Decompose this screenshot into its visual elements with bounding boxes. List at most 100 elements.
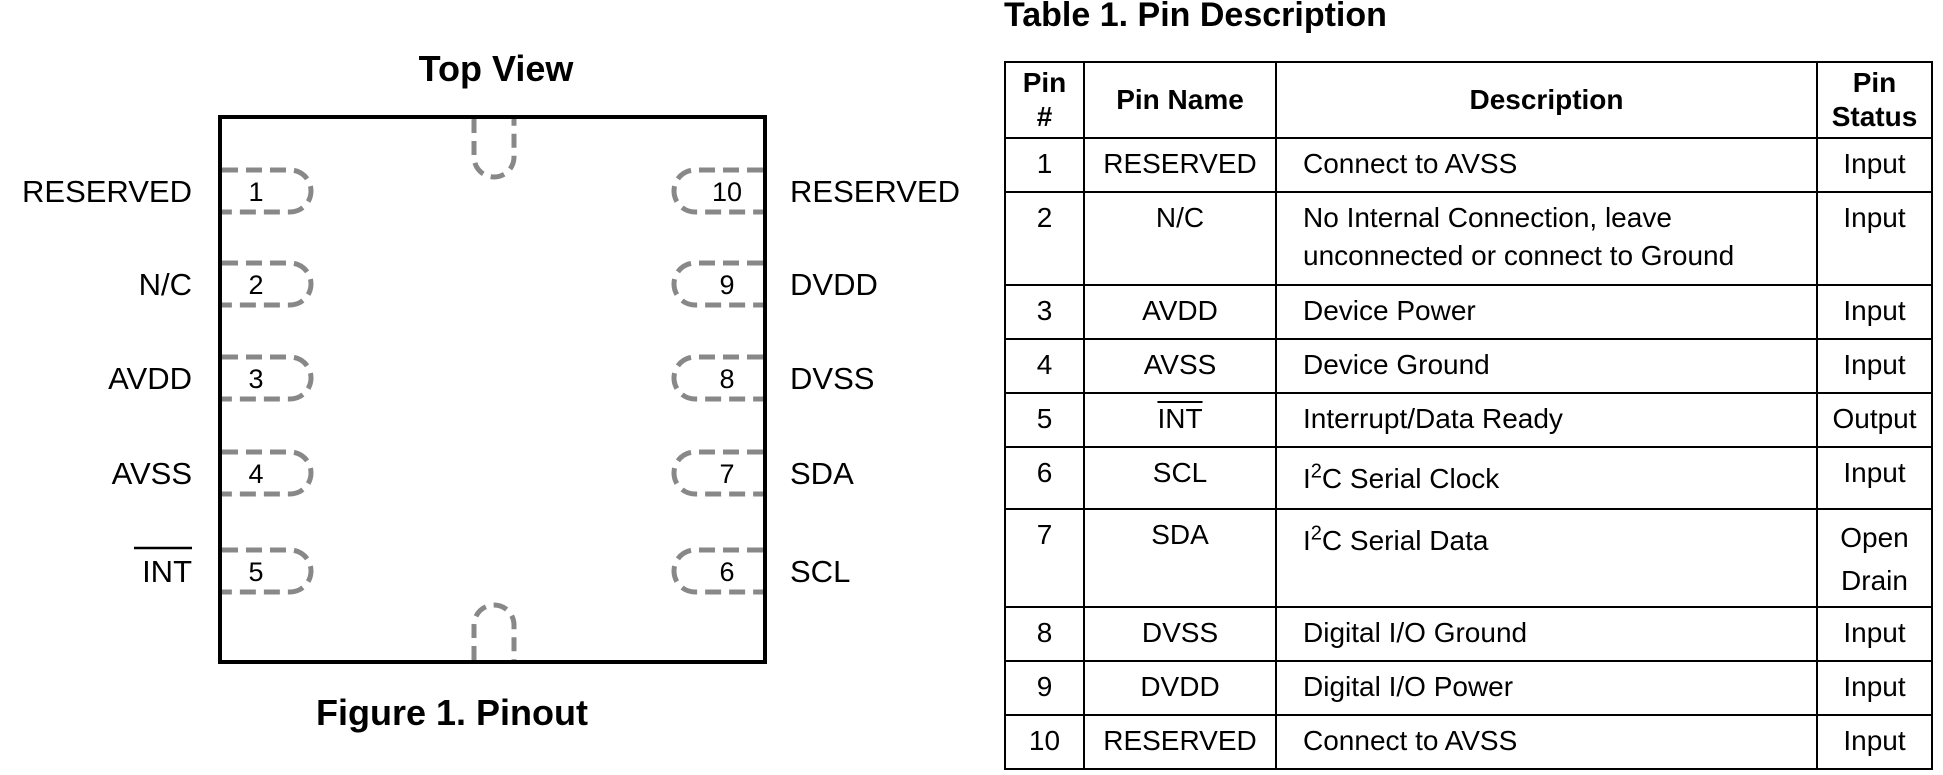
table-row: 7 SDA I2C Serial Data Open Drain xyxy=(1004,508,1933,608)
pin-6: 6 SCL xyxy=(671,547,850,595)
pin-label: DVDD xyxy=(790,267,878,302)
cell-pin-name-wrap: INT xyxy=(1083,392,1277,448)
pin-pad xyxy=(222,354,314,402)
pin-pad xyxy=(671,167,763,215)
cell-pin-status: Input xyxy=(1816,137,1933,193)
cell-pin-status-line2: Drain xyxy=(1841,565,1908,596)
cell-pin-name: DVSS xyxy=(1083,606,1277,662)
cell-pin-status: Input xyxy=(1816,660,1933,716)
cell-pin-name: AVDD xyxy=(1083,284,1277,340)
pin-label: N/C xyxy=(139,267,192,302)
table-row: 5 INT Interrupt/Data Ready Output xyxy=(1004,392,1933,448)
cell-pin-number: 1 xyxy=(1004,137,1085,193)
pin-label: SCL xyxy=(790,554,850,589)
cell-description-line2: unconnected or connect to Ground xyxy=(1303,240,1735,271)
table-row: 1 RESERVED Connect to AVSS Input xyxy=(1004,137,1933,193)
cell-description: Digital I/O Power xyxy=(1275,660,1818,716)
desc-prefix: I xyxy=(1303,463,1311,494)
top-center-tab xyxy=(471,119,517,180)
cell-pin-number: 6 xyxy=(1004,446,1085,510)
desc-superscript: 2 xyxy=(1310,460,1322,483)
cell-pin-name: DVDD xyxy=(1083,660,1277,716)
table-row: 10 RESERVED Connect to AVSS Input xyxy=(1004,714,1933,770)
pin-number: 1 xyxy=(248,177,263,207)
pin-4: 4 AVSS xyxy=(112,449,314,497)
pin-7: 7 SDA xyxy=(671,449,854,497)
header-pin-status-line2: Status xyxy=(1831,101,1918,132)
table-title: Table 1. Pin Description xyxy=(1004,0,1387,34)
cell-description: I2C Serial Clock xyxy=(1275,446,1818,510)
header-pin-status-line1: Pin xyxy=(1852,67,1897,98)
table-row: 4 AVSS Device Ground Input xyxy=(1004,338,1933,394)
pin-label: AVSS xyxy=(112,456,192,491)
cell-pin-number: 7 xyxy=(1004,508,1085,608)
pin-number: 9 xyxy=(719,270,734,300)
right-pins: 10 RESERVED 9 DVDD 8 DVSS 7 SDA 6 SCL xyxy=(671,167,960,595)
pin-pad xyxy=(671,354,763,402)
pin-label: SDA xyxy=(790,456,854,491)
pin-pad xyxy=(671,547,763,595)
pin-3: 3 AVDD xyxy=(108,354,314,402)
pin-number: 2 xyxy=(248,270,263,300)
header-pin-number: Pin # xyxy=(1004,61,1085,139)
cell-pin-number: 8 xyxy=(1004,606,1085,662)
cell-description: Digital I/O Ground xyxy=(1275,606,1818,662)
pin-number: 3 xyxy=(248,364,263,394)
cell-pin-number: 3 xyxy=(1004,284,1085,340)
cell-pin-name: INT xyxy=(1157,403,1203,434)
left-pins: 1 RESERVED 2 N/C 3 AVDD 4 AVSS 5 INT xyxy=(22,167,314,595)
pin-number: 10 xyxy=(712,177,742,207)
cell-description: No Internal Connection, leave unconnecte… xyxy=(1275,191,1818,286)
desc-prefix: I xyxy=(1303,525,1311,556)
figure-caption: Figure 1. Pinout xyxy=(316,692,588,733)
pin-number: 8 xyxy=(719,364,734,394)
pin-label: INT xyxy=(142,554,192,589)
pin-1: 1 RESERVED xyxy=(22,167,314,215)
cell-pin-status-line1: Open xyxy=(1840,522,1909,553)
cell-pin-number: 4 xyxy=(1004,338,1085,394)
cell-pin-status: Input xyxy=(1816,446,1933,510)
pinout-diagram: Top View 1 RESERVED 2 N/C 3 AVDD 4 AVSS 5 INT 10 R… xyxy=(22,48,960,733)
pin-5: 5 INT xyxy=(134,546,314,595)
cell-pin-status: Input xyxy=(1816,606,1933,662)
cell-description-line1: No Internal Connection, leave xyxy=(1303,202,1672,233)
cell-pin-status: Input xyxy=(1816,714,1933,770)
pin-number: 6 xyxy=(719,557,734,587)
pin-10: 10 RESERVED xyxy=(671,167,960,215)
cell-pin-name: SDA xyxy=(1083,508,1277,608)
pin-9: 9 DVDD xyxy=(671,260,878,308)
figure-heading: Top View xyxy=(419,48,575,89)
package-outline xyxy=(218,115,767,664)
cell-description: Interrupt/Data Ready xyxy=(1275,392,1818,448)
table-row: 9 DVDD Digital I/O Power Input xyxy=(1004,660,1933,716)
table-row: 2 N/C No Internal Connection, leave unco… xyxy=(1004,191,1933,286)
cell-description: I2C Serial Data xyxy=(1275,508,1818,608)
pin-label: RESERVED xyxy=(790,174,960,209)
table-row: 6 SCL I2C Serial Clock Input xyxy=(1004,446,1933,510)
pin-number: 5 xyxy=(248,557,263,587)
table-row: 8 DVSS Digital I/O Ground Input xyxy=(1004,606,1933,662)
pin-number: 4 xyxy=(248,459,263,489)
cell-pin-status: Input xyxy=(1816,191,1933,286)
cell-pin-name: RESERVED xyxy=(1083,714,1277,770)
pin-number: 7 xyxy=(719,459,734,489)
pin-label: AVDD xyxy=(108,361,192,396)
cell-pin-number: 2 xyxy=(1004,191,1085,286)
cell-pin-number: 5 xyxy=(1004,392,1085,448)
pinout-figure: Top View 1 RESERVED 2 N/C 3 AVDD 4 AVSS 5 INT 10 R… xyxy=(22,48,960,733)
pin-pad xyxy=(222,449,314,497)
cell-description: Device Ground xyxy=(1275,338,1818,394)
header-pin-status: Pin Status xyxy=(1816,61,1933,139)
header-description: Description xyxy=(1275,61,1818,139)
desc-rest: C Serial Data xyxy=(1321,525,1489,556)
pin-pad xyxy=(222,260,314,308)
bottom-center-tab xyxy=(471,602,517,660)
table-header-row: Pin # Pin Name Description Pin Status xyxy=(1004,61,1933,139)
cell-pin-name: N/C xyxy=(1083,191,1277,286)
cell-pin-status: Open Drain xyxy=(1816,508,1933,608)
cell-pin-name: RESERVED xyxy=(1083,137,1277,193)
pin-label: DVSS xyxy=(790,361,874,396)
cell-pin-number: 9 xyxy=(1004,660,1085,716)
cell-description: Device Power xyxy=(1275,284,1818,340)
pin-label: RESERVED xyxy=(22,174,192,209)
